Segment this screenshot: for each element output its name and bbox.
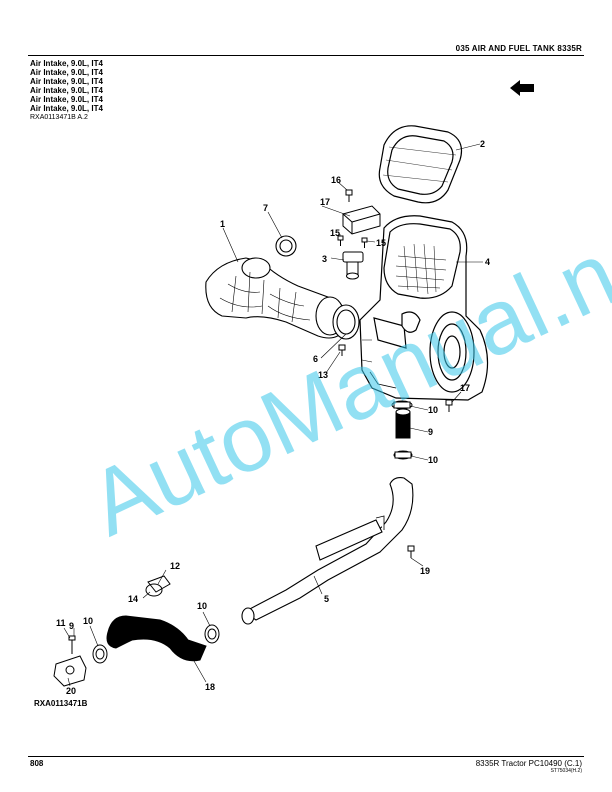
part-bolt-17 (445, 399, 453, 412)
callout-17: 17 (320, 197, 330, 207)
footer-rule (28, 756, 584, 757)
callout-20: 20 (66, 686, 76, 696)
callout-labels: 2 4 16 17 1 7 15 15 3 6 13 17 10 9 10 5 … (56, 139, 490, 696)
part-clamp-10-lower (393, 450, 413, 460)
callout-10: 10 (428, 405, 438, 415)
title-line: Air Intake, 9.0L, IT4 (30, 59, 103, 68)
callout-19: 19 (420, 566, 430, 576)
part-intake-hose (205, 257, 348, 339)
part-valve (395, 408, 411, 439)
header-rule (28, 55, 584, 56)
part-gasket-ring (378, 125, 463, 204)
figure-label: RXA0113471B (34, 699, 88, 708)
title-line: Air Intake, 9.0L, IT4 (30, 104, 103, 113)
callout-14: 14 (128, 594, 138, 604)
callout-6: 6 (313, 354, 318, 364)
title-line: Air Intake, 9.0L, IT4 (30, 68, 103, 77)
callout-12: 12 (170, 561, 180, 571)
part-clamp-7 (275, 235, 297, 257)
callout-5: 5 (324, 594, 329, 604)
part-bracket (342, 205, 381, 235)
footer-code: ST75034(H.2) (550, 768, 582, 774)
part-sensor (342, 251, 364, 280)
section-title: 035 AIR AND FUEL TANK 8335R (455, 44, 582, 53)
part-seal-ring (332, 304, 360, 340)
callout-9: 9 (428, 427, 433, 437)
callout-10: 10 (428, 455, 438, 465)
callout-11: 11 (56, 618, 66, 628)
part-screw-13 (338, 344, 346, 356)
part-air-cleaner-housing (359, 215, 489, 401)
part-bolt-16 (345, 189, 353, 202)
callout-13: 13 (318, 370, 328, 380)
footer-model: 8335R Tractor PC10490 (C.1) (475, 759, 582, 768)
callout-10: 10 (197, 601, 207, 611)
title-line: Air Intake, 9.0L, IT4 (30, 77, 103, 86)
part-aspirator-tube (241, 477, 414, 625)
callout-15: 15 (376, 238, 386, 248)
callout-17: 17 (460, 383, 470, 393)
callout-3: 3 (322, 254, 327, 264)
page-number: 808 (30, 759, 44, 768)
callout-15: 15 (330, 228, 340, 238)
title-block: Air Intake, 9.0L, IT4 Air Intake, 9.0L, … (30, 59, 103, 113)
watermark: AutoManual.net (74, 191, 612, 556)
callout-9: 9 (69, 621, 74, 631)
figure-reference: RXA0113471B A.2 (30, 114, 88, 121)
callout-16: 16 (331, 175, 341, 185)
part-bolt-19 (407, 545, 415, 558)
part-clamp-10-elbow (204, 624, 220, 644)
callout-10: 10 (83, 616, 93, 626)
callout-4: 4 (485, 257, 490, 267)
callout-7: 7 (263, 203, 268, 213)
part-rubber-hose (106, 615, 207, 662)
part-clamp-10-hose (92, 644, 108, 664)
part-clamp-12 (145, 575, 171, 597)
part-screws-15 (337, 235, 368, 248)
callout-2: 2 (480, 139, 485, 149)
front-arrow-icon (510, 80, 534, 96)
title-line: Air Intake, 9.0L, IT4 (30, 86, 103, 95)
callout-18: 18 (205, 682, 215, 692)
title-line: Air Intake, 9.0L, IT4 (30, 95, 103, 104)
callout-1: 1 (220, 219, 225, 229)
leader-lines (63, 143, 483, 687)
part-bracket-20 (53, 635, 87, 687)
